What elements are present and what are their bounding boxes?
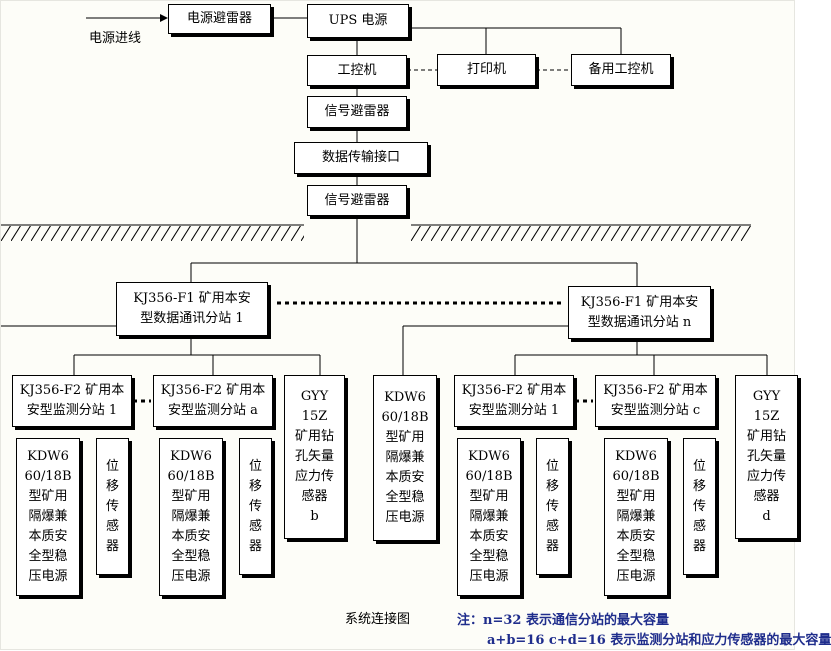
comm-station-1: KJ356-F1 矿用本安 型数据通讯分站 1 bbox=[116, 282, 268, 336]
displacement-sensor-right-c: 位移传感器 bbox=[683, 438, 716, 575]
data-interface-box: 数据传输接口 bbox=[294, 142, 428, 174]
comm-station-n: KJ356-F1 矿用本安 型数据通讯分站 n bbox=[568, 286, 711, 339]
signal-arrester-top-box: 信号避雷器 bbox=[307, 96, 407, 128]
diagram-caption: 系统连接图 bbox=[345, 612, 411, 627]
displacement-sensor-left-1: 位移传感器 bbox=[96, 438, 129, 575]
displacement-sensor-right-1: 位移传感器 bbox=[536, 438, 569, 575]
stress-sensor-b: GYY 15Z 矿用钻 孔矢量 应力传 感器 b bbox=[284, 375, 345, 539]
backup-ipc-box: 备用工控机 bbox=[571, 54, 671, 86]
monitor-station-c: KJ356-F2 矿用本 安型监测分站 c bbox=[595, 375, 716, 427]
ipc-box: 工控机 bbox=[307, 55, 407, 86]
power-supply-right-1: KDW6 60/18B 型矿用 隔爆兼 本质安 全型稳 压电源 bbox=[457, 438, 521, 596]
power-supply-left-1: KDW6 60/18B 型矿用 隔爆兼 本质安 全型稳 压电源 bbox=[16, 438, 80, 596]
power-inlet-label: 电源进线 bbox=[89, 31, 142, 46]
monitor-station-1-left: KJ356-F2 矿用本 安型监测分站 1 bbox=[12, 375, 132, 427]
ups-box: UPS 电源 bbox=[307, 4, 409, 38]
displacement-sensor-left-a: 位移传感器 bbox=[239, 438, 272, 575]
monitor-station-a: KJ356-F2 矿用本 安型监测分站 a bbox=[153, 375, 273, 427]
signal-arrester-bottom-box: 信号避雷器 bbox=[307, 185, 407, 216]
note-line-2: a+b=16 c+d=16 表示监测分站和应力传感器的最大容量 bbox=[487, 633, 831, 648]
printer-box: 打印机 bbox=[437, 54, 536, 86]
connection-lines bbox=[1, 14, 768, 403]
monitor-station-1-right: KJ356-F2 矿用本 安型监测分站 1 bbox=[454, 375, 574, 427]
power-supply-right-c: KDW6 60/18B 型矿用 隔爆兼 本质安 全型稳 压电源 bbox=[604, 438, 668, 596]
note-line-1: 注：n=32 表示通信分站的最大容量 bbox=[457, 613, 669, 628]
power-supply-left-a: KDW6 60/18B 型矿用 隔爆兼 本质安 全型稳 压电源 bbox=[159, 438, 223, 596]
power-supply-mid: KDW6 60/18B 型矿用 隔爆兼 本质安 全型稳 压电源 bbox=[373, 375, 437, 541]
power-arrester-box: 电源避雷器 bbox=[168, 4, 271, 34]
stress-sensor-d: GYY 15Z 矿用钻 孔矢量 应力传 感器 d bbox=[735, 375, 798, 539]
